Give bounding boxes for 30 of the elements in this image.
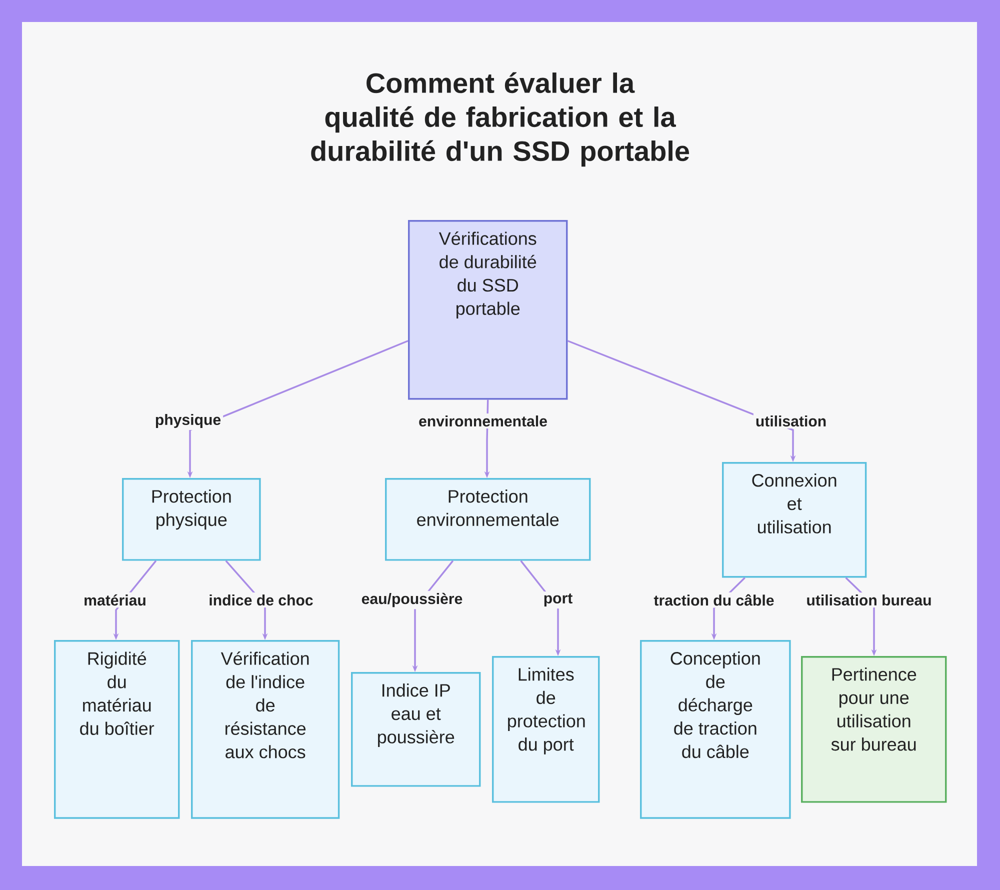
box-text: Vérification de l'indice de résistance aux chocs [220, 652, 309, 758]
box-text: Pertinence pour une utilisation sur bureau [831, 668, 916, 751]
edge-label: eau/poussière [359, 590, 465, 610]
box-text: Rigidité du matériau du boîtier [80, 652, 154, 735]
box-text: Conception de décharge de traction du câble [670, 652, 760, 758]
box-text: Protection environnementale [417, 490, 559, 526]
edge-label: traction du câble [652, 592, 776, 608]
process-box [722, 462, 867, 578]
edge-label: utilisation bureau [804, 592, 934, 608]
box-text: Vérifications de durabilité du SSD portable [438, 232, 536, 319]
box-text: Indice IP eau et poussière [378, 684, 454, 747]
box-text: Limites de protection du port [508, 668, 585, 754]
box-text: Protection physique [152, 490, 231, 530]
process-box [122, 478, 261, 561]
process-box [351, 672, 481, 787]
process-box [385, 478, 591, 561]
edge-label: utilisation [753, 413, 829, 429]
process-box [408, 220, 568, 400]
process-box [492, 656, 600, 803]
edge-label: indice de choc [206, 592, 316, 608]
title: Comment évaluer la qualité de fabrication et la durabilité d'un SSD portable [311, 72, 690, 167]
process-box [191, 640, 340, 819]
process-box [54, 640, 180, 819]
edge-label: matériau [82, 592, 148, 608]
box-text: Connexion et utilisation [752, 474, 836, 534]
process-box [801, 656, 947, 803]
edge-label: environnementale [416, 413, 550, 429]
edge-label: port [541, 592, 575, 608]
process-box [640, 640, 791, 819]
edge-label: physique [152, 412, 224, 430]
